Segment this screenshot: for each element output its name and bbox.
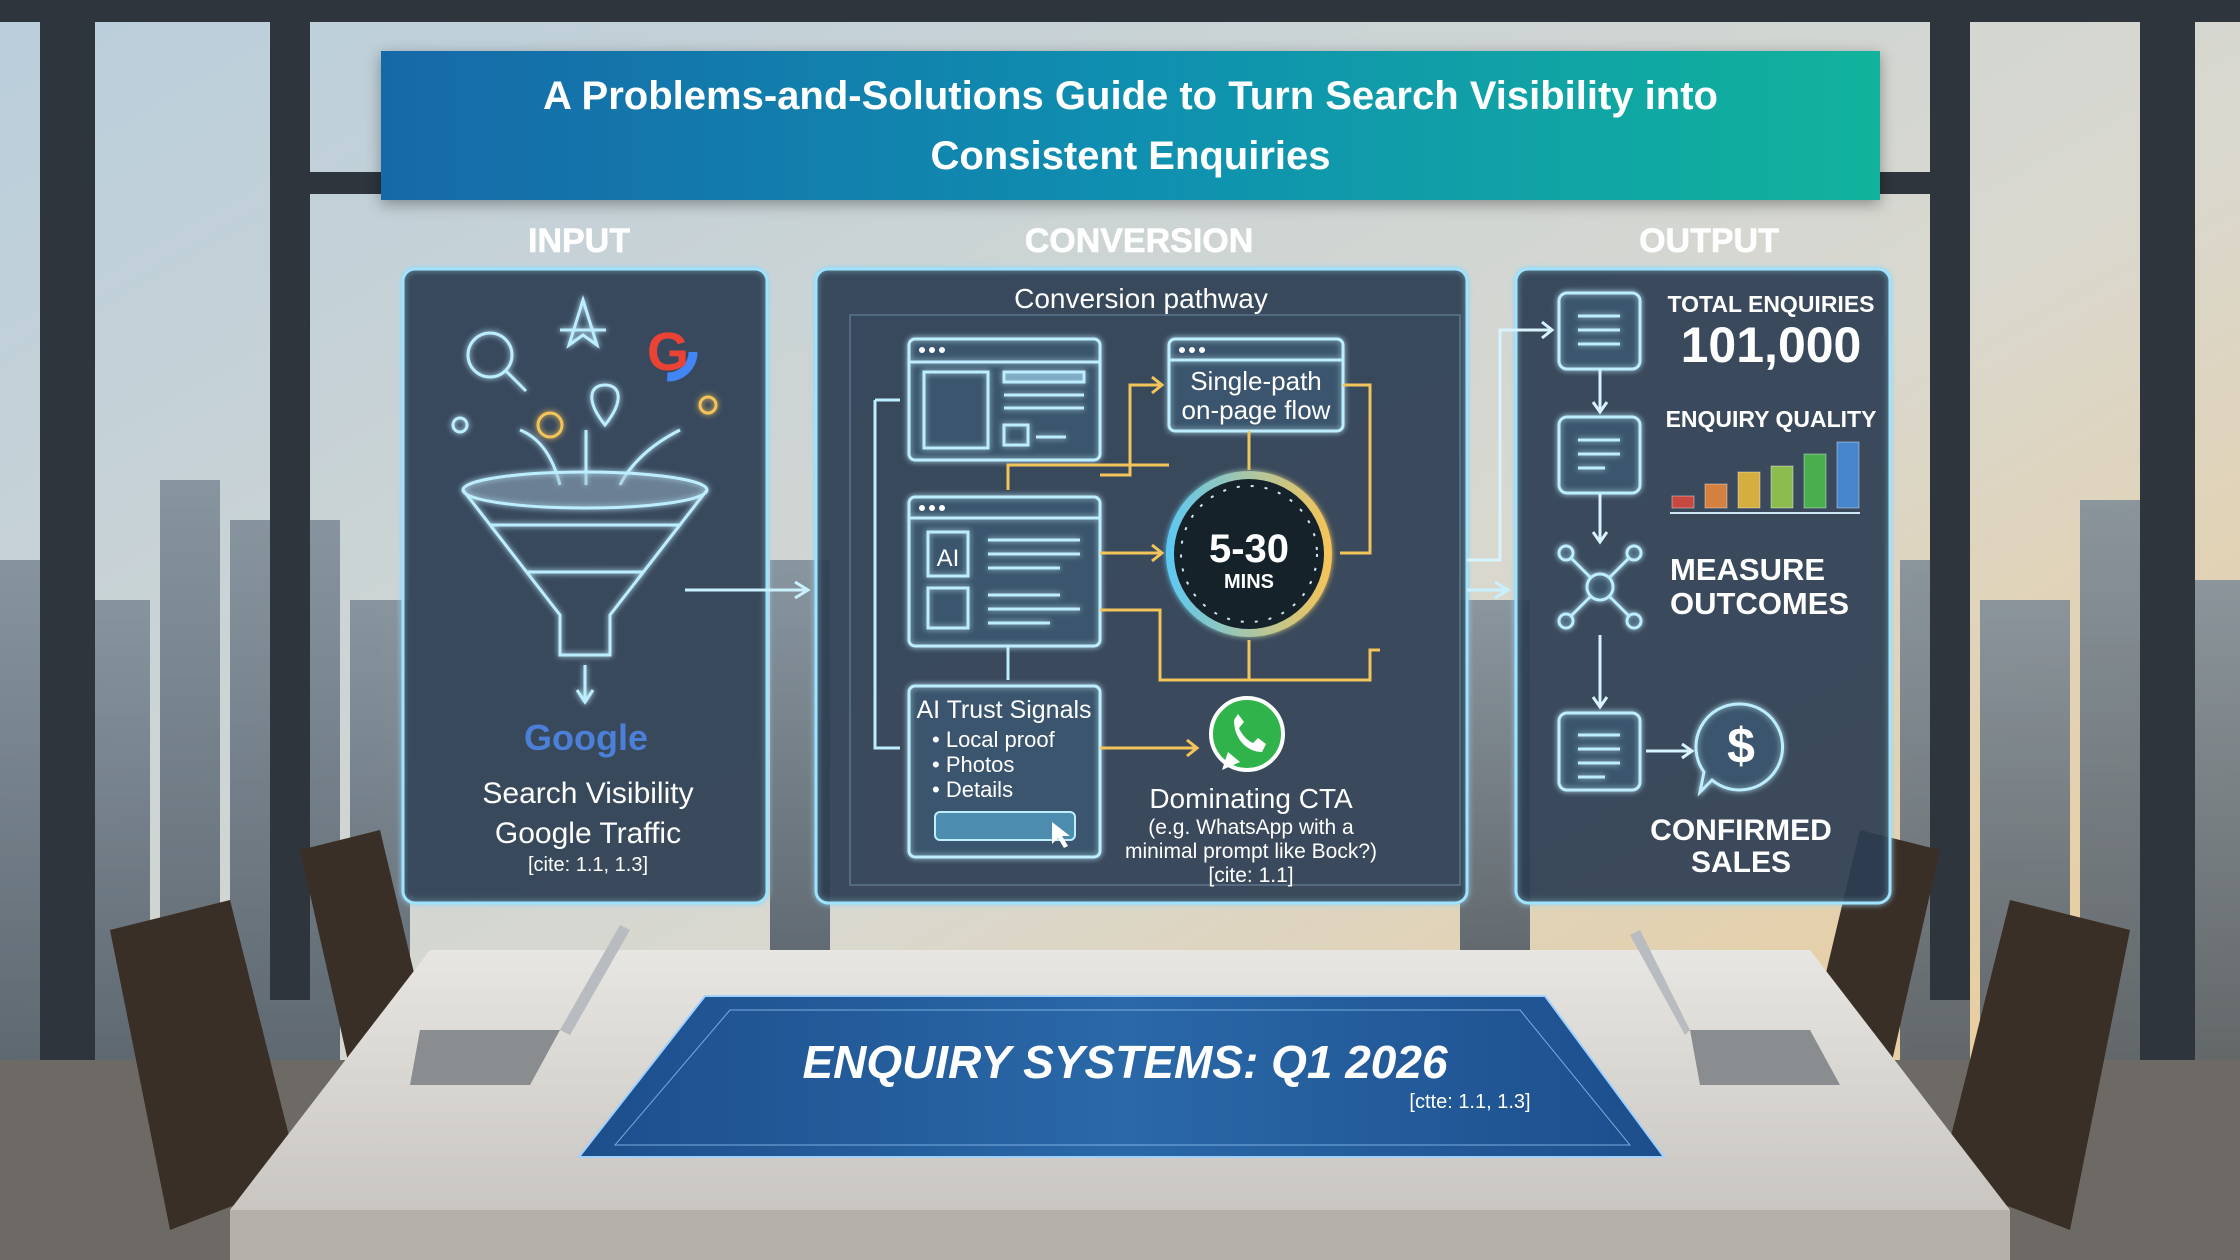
trust-item: • Photos xyxy=(932,752,1014,777)
cursor-icon xyxy=(1052,822,1070,848)
input-line-2: Google Traffic xyxy=(495,817,681,850)
timer-unit: MINS xyxy=(1224,571,1274,593)
google-logo-text: Google xyxy=(524,717,648,758)
title-banner: A Problems-and-Solutions Guide to Turn S… xyxy=(381,51,1880,200)
blueprint-frame xyxy=(849,314,1461,886)
sign-title: ENQUIRY SYSTEMS: Q1 2026 xyxy=(802,1036,1448,1088)
flow-connectors xyxy=(1006,375,1380,758)
timer-icon: 5-30 MINS xyxy=(1166,471,1332,637)
window-frames xyxy=(0,0,2240,1100)
sign-cite: [ctte: 1.1, 1.3] xyxy=(1409,1091,1530,1113)
cta-line-1: (e.g. WhatsApp with a xyxy=(1148,816,1354,839)
quality-bar xyxy=(1737,471,1761,509)
section-label-output: OUTPUT xyxy=(1639,222,1779,260)
sparkle-icon xyxy=(560,294,606,349)
single-path-line-2: on-page flow xyxy=(1182,395,1331,425)
quality-bar xyxy=(1770,465,1794,509)
quality-bar xyxy=(1803,453,1827,509)
image-icon xyxy=(926,586,970,630)
cta-line-2: minimal prompt like Bock?) xyxy=(1125,840,1377,863)
input-panel xyxy=(401,267,769,905)
document-icon xyxy=(1557,711,1642,792)
output-flow-arrows xyxy=(1467,320,1695,760)
document-icon xyxy=(1557,291,1642,371)
laptop-right xyxy=(1630,930,1840,1085)
google-g-icon: G xyxy=(638,322,698,382)
quality-bar xyxy=(1671,495,1695,509)
total-enquiries-label: TOTAL ENQUIRIES xyxy=(1667,291,1874,317)
svg-text:G: G xyxy=(647,322,689,382)
conversion-title: Conversion pathway xyxy=(1014,283,1268,314)
trust-item: • Details xyxy=(932,777,1013,802)
cta-button-mock xyxy=(934,811,1076,848)
ai-badge: AI xyxy=(937,545,960,572)
whatsapp-icon xyxy=(1209,696,1285,772)
network-icon xyxy=(1557,544,1643,630)
timer-value: 5-30 xyxy=(1209,527,1289,571)
webpage-window-1 xyxy=(907,337,1102,462)
dot-icon xyxy=(451,416,469,434)
input-line-1: Search Visibility xyxy=(482,777,693,810)
cta-cite: [cite: 1.1] xyxy=(1208,864,1293,887)
quality-bar xyxy=(1704,483,1728,509)
quality-bar xyxy=(1836,441,1860,509)
coin-icon xyxy=(536,411,564,439)
section-label-conversion: CONVERSION xyxy=(1025,222,1254,260)
dollar-chat-icon xyxy=(1694,702,1785,797)
enquiry-quality-bars xyxy=(1671,441,1860,509)
sales-line-2: SALES xyxy=(1691,846,1791,879)
funnel-icon xyxy=(461,470,709,657)
left-flow-connectors xyxy=(873,398,1010,750)
webpage-window-2 xyxy=(907,495,1102,648)
section-label-input: INPUT xyxy=(528,222,630,260)
enquiry-quality-label: ENQUIRY QUALITY xyxy=(1666,406,1877,432)
search-icon xyxy=(466,331,528,393)
cta-title: Dominating CTA xyxy=(1149,783,1353,814)
trust-title: AI Trust Signals xyxy=(916,696,1091,724)
panel-connector-arrows xyxy=(685,580,1511,600)
measure-line-2: OUTCOMES xyxy=(1670,586,1849,621)
document-icon xyxy=(1557,415,1642,495)
dot-icon xyxy=(698,395,718,415)
measure-line-1: MEASURE xyxy=(1670,552,1825,587)
sales-line-1: CONFIRMED xyxy=(1650,814,1832,847)
single-path-line-1: Single-path xyxy=(1190,366,1322,396)
input-cite: [cite: 1.1, 1.3] xyxy=(528,854,648,876)
trust-item: • Local proof xyxy=(932,727,1056,752)
arrow-down-icon xyxy=(575,665,595,705)
laptop-left xyxy=(410,925,630,1085)
location-pin-icon xyxy=(590,383,620,428)
blueprint-sign: ENQUIRY SYSTEMS: Q1 2026 [ctte: 1.1, 1.3… xyxy=(576,995,1666,1158)
dollar-sign: $ xyxy=(1727,718,1755,774)
banner-title: A Problems-and-Solutions Guide to Turn S… xyxy=(543,73,1718,178)
window-dots xyxy=(919,347,1205,511)
total-enquiries-value: 101,000 xyxy=(1681,317,1862,373)
